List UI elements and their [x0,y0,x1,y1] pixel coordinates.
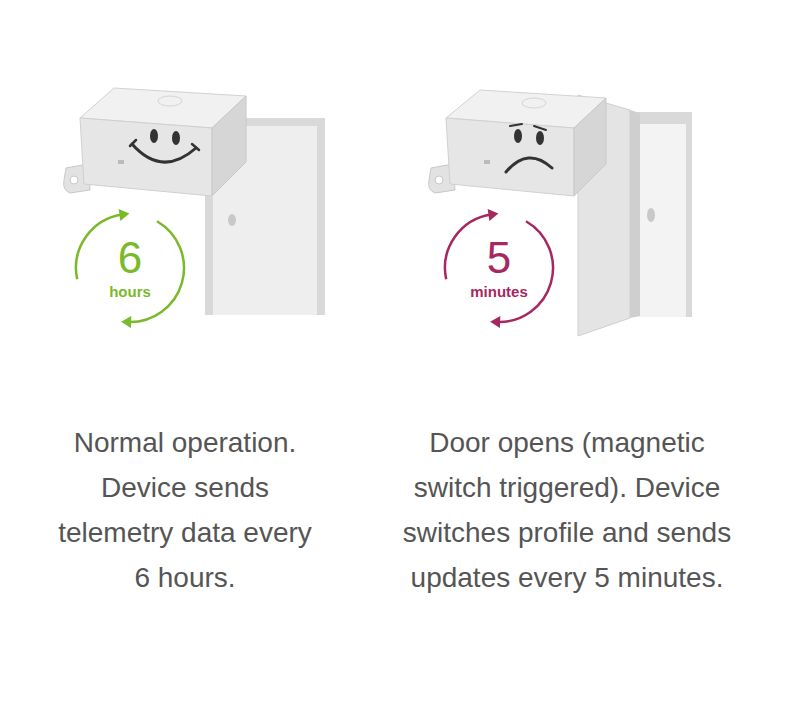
arrowhead [490,316,500,328]
illustration-shape [172,131,180,145]
illustration-shape [132,144,196,162]
sensor-device [429,90,606,196]
interval-unit: minutes [470,283,528,301]
illustration-shape [212,96,246,196]
illustration-shape [630,110,640,318]
illustration-shape [435,176,443,184]
illustration-shape [70,176,78,184]
illustration-shape [506,158,552,172]
cycle-circle: 6 hours [74,212,186,324]
illustration-shape [130,140,199,150]
illustration-shape [80,118,212,196]
illustration-shape [158,96,182,106]
illustration-shape [118,160,124,164]
interval-number: 6 [118,235,142,281]
illustration-shape [647,208,655,222]
sensor-device [64,88,246,196]
illustration-shape [522,98,546,108]
illustration-shape [574,98,606,196]
arrowhead [119,209,130,221]
interval-unit: hours [109,283,151,301]
illustration-shape [514,129,522,143]
arrowhead [488,209,499,221]
cycle-circle: 5 minutes [443,212,555,324]
illustration-shape [510,124,546,130]
illustration-shape [536,131,544,145]
illustration-shape [484,160,490,164]
caption-text: Door opens (magnetic switch triggered). … [397,420,737,600]
cycle-arc [76,215,122,280]
arrowhead [121,316,131,328]
caption-text: Normal operation. Device sends telemetry… [50,420,320,600]
illustration-shape [228,214,236,226]
interval-number: 5 [487,235,511,281]
illustration-shape [150,129,158,143]
cycle-arc [445,215,491,280]
illustration-shape [446,118,574,196]
